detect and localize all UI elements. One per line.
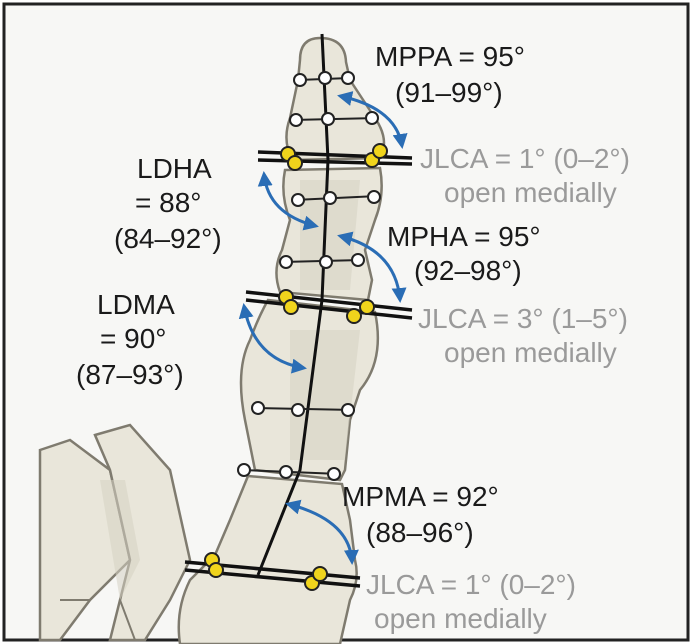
ldha-label-name: LDHA	[137, 153, 212, 184]
ldma-label-range: (87–93°)	[76, 359, 184, 390]
jlca-top-label-note: open medially	[444, 177, 617, 208]
mpma-label-value: MPMA = 92°	[342, 481, 499, 512]
jlca-mid-label-value: JLCA = 3° (1–5°)	[418, 303, 628, 334]
jlca-bottom-label-note: open medially	[374, 603, 547, 634]
mpma-label-range: (88–96°)	[366, 517, 474, 548]
ldma-label-name: LDMA	[97, 289, 175, 320]
mppa-label-range: (91–99°)	[395, 77, 503, 108]
jlca-top-label-value: JLCA = 1° (0–2°)	[420, 143, 630, 174]
ldma-label-value: = 90°	[100, 323, 166, 354]
mpha-label-value: MPHA = 95°	[387, 221, 541, 252]
ldha-label-value: = 88°	[135, 187, 201, 218]
jlca-mid-label-note: open medially	[444, 337, 617, 368]
jlca-bottom-label-value: JLCA = 1° (0–2°)	[366, 569, 576, 600]
mppa-label-value: MPPA = 95°	[375, 41, 525, 72]
mpha-label-range: (92–98°)	[414, 255, 522, 286]
ldha-label-range: (84–92°)	[114, 223, 222, 254]
